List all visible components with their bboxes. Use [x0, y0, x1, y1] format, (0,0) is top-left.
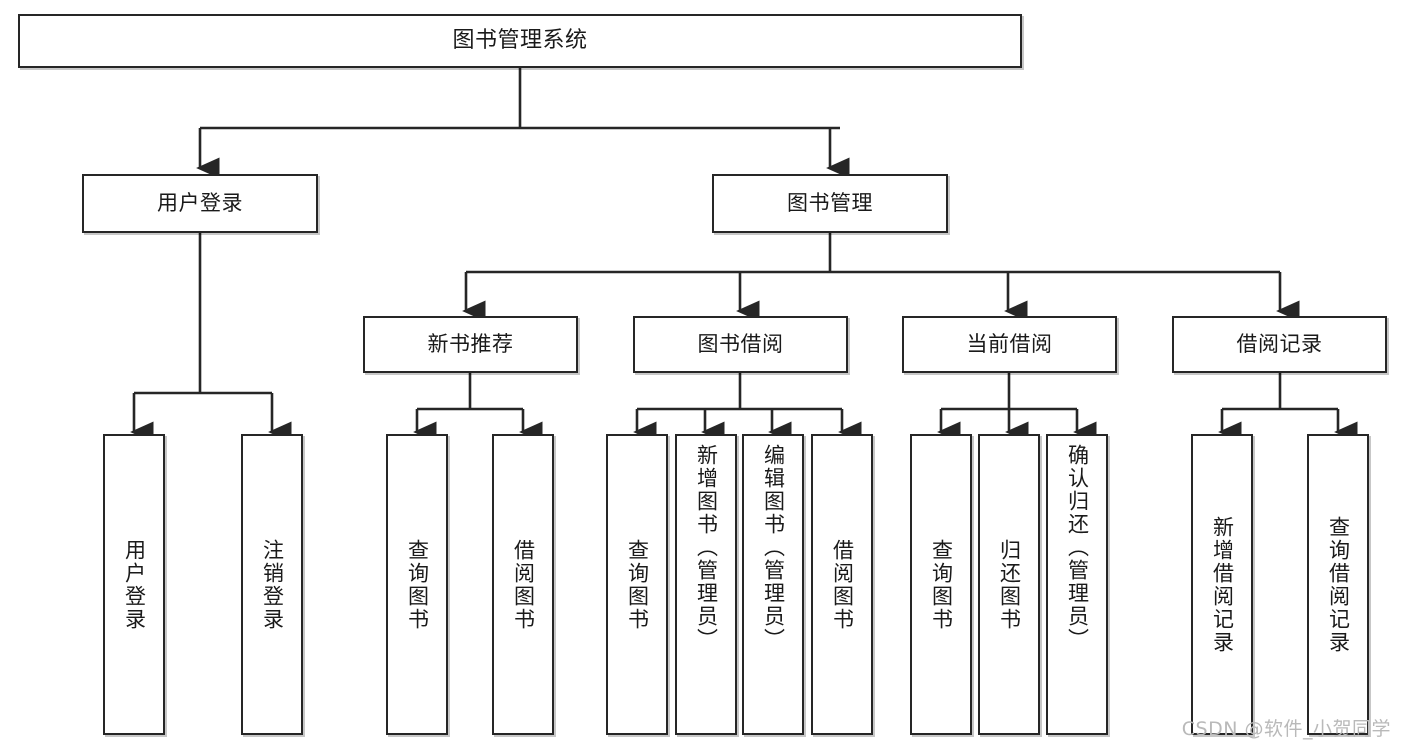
leaf-add-book-admin[interactable]: 新增图书（管理员） [675, 434, 737, 735]
node-label: 编辑图书（管理员） [761, 444, 786, 651]
node-root-system[interactable]: 图书管理系统 [18, 14, 1022, 68]
node-label: 查询图书 [929, 538, 954, 631]
node-label: 图书借阅 [697, 332, 784, 357]
node-label: 归还图书 [997, 538, 1022, 631]
node-new-book-recommend[interactable]: 新书推荐 [363, 316, 578, 373]
node-label: 查询借阅记录 [1326, 515, 1351, 654]
node-label: 查询图书 [405, 538, 430, 631]
node-label: 新增借阅记录 [1210, 515, 1235, 654]
leaf-edit-book-admin[interactable]: 编辑图书（管理员） [742, 434, 804, 735]
node-user-login[interactable]: 用户登录 [82, 174, 318, 233]
watermark-text: CSDN @软件_小贺同学 [1181, 718, 1391, 740]
node-label: 查询图书 [625, 538, 650, 631]
node-label: 新增图书（管理员） [694, 444, 719, 651]
node-label: 新书推荐 [427, 332, 514, 357]
node-label: 当前借阅 [966, 332, 1053, 357]
leaf-return-book[interactable]: 归还图书 [978, 434, 1040, 735]
node-label: 用户登录 [157, 191, 243, 216]
node-book-borrow[interactable]: 图书借阅 [633, 316, 848, 373]
node-borrow-record[interactable]: 借阅记录 [1172, 316, 1387, 373]
leaf-query-book-current[interactable]: 查询图书 [910, 434, 972, 735]
node-label: 借阅记录 [1236, 332, 1323, 357]
leaf-add-borrow-record[interactable]: 新增借阅记录 [1191, 434, 1253, 735]
leaf-user-logout[interactable]: 注销登录 [241, 434, 303, 735]
leaf-query-borrow-record[interactable]: 查询借阅记录 [1307, 434, 1369, 735]
leaf-query-book-borrow[interactable]: 查询图书 [606, 434, 668, 735]
node-book-management[interactable]: 图书管理 [712, 174, 948, 233]
node-label: 注销登录 [260, 538, 285, 631]
leaf-confirm-return-admin[interactable]: 确认归还（管理员） [1046, 434, 1108, 735]
node-label: 借阅图书 [830, 538, 855, 631]
leaf-query-book-recommend[interactable]: 查询图书 [386, 434, 448, 735]
leaf-user-login[interactable]: 用户登录 [103, 434, 165, 735]
node-label: 确认归还（管理员） [1065, 444, 1090, 651]
leaf-borrow-book-recommend[interactable]: 借阅图书 [492, 434, 554, 735]
node-label: 用户登录 [122, 538, 147, 631]
node-current-borrow[interactable]: 当前借阅 [902, 316, 1117, 373]
node-label: 图书管理 [787, 191, 873, 216]
leaf-borrow-book[interactable]: 借阅图书 [811, 434, 873, 735]
node-label: 图书管理系统 [452, 28, 588, 54]
node-label: 借阅图书 [511, 538, 536, 631]
